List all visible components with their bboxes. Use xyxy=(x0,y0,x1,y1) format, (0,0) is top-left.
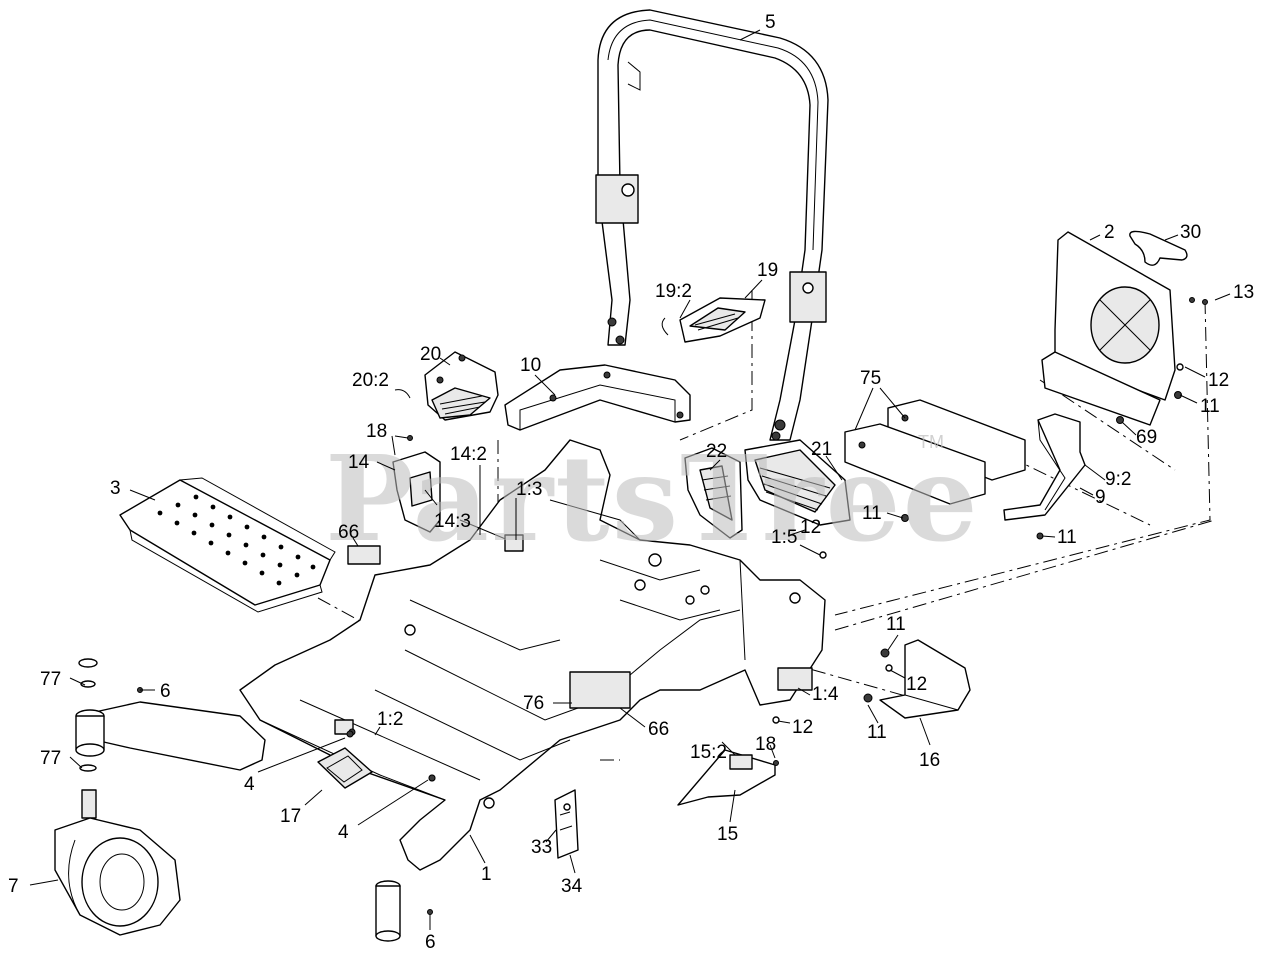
callout-4: 4 xyxy=(244,774,255,795)
callout-12: 12 xyxy=(792,717,813,738)
callout-1-2: 1:2 xyxy=(377,709,403,730)
rear-panel-part-2 xyxy=(1041,230,1208,426)
callout-1-5: 1:5 xyxy=(771,527,797,548)
plates-part-33-34 xyxy=(554,789,579,859)
callout-3: 3 xyxy=(110,478,121,499)
callout-12: 12 xyxy=(800,517,821,538)
callout-16: 16 xyxy=(919,750,940,771)
callout-11: 11 xyxy=(867,722,887,743)
watermark-tm: TM xyxy=(918,432,944,452)
callout-12: 12 xyxy=(906,674,927,695)
callout-76: 76 xyxy=(523,693,544,714)
callout-17: 17 xyxy=(280,806,301,827)
bracket-part-20 xyxy=(394,351,499,421)
callout-7: 7 xyxy=(8,876,19,897)
callout-15-2: 15:2 xyxy=(690,742,727,763)
front-caster-tube xyxy=(375,880,433,942)
leader-lines xyxy=(29,29,1231,930)
callout-13: 13 xyxy=(1233,282,1254,303)
callout-75: 75 xyxy=(860,368,881,389)
callout-14-3: 14:3 xyxy=(434,511,471,532)
fasteners xyxy=(346,363,1184,782)
callout-69: 69 xyxy=(1136,427,1157,448)
callout-14-2: 14:2 xyxy=(450,444,487,465)
callout-20: 20 xyxy=(420,344,441,365)
callout-11: 11 xyxy=(862,503,882,524)
callout-5: 5 xyxy=(765,12,776,33)
callout-19: 19 xyxy=(757,260,778,281)
callout-10: 10 xyxy=(520,355,541,376)
callout-15: 15 xyxy=(717,824,738,845)
callout-20-2: 20:2 xyxy=(352,370,389,391)
callout-19-2: 19:2 xyxy=(655,281,692,302)
callout-34: 34 xyxy=(561,876,583,897)
callout-18: 18 xyxy=(755,734,776,755)
watermark: PartsTree TM xyxy=(325,429,980,568)
decal-part-17 xyxy=(317,747,373,789)
callout-4: 4 xyxy=(338,822,349,843)
callout-6: 6 xyxy=(160,681,171,702)
callout-14: 14 xyxy=(348,452,370,473)
bracket-part-14 xyxy=(392,435,441,533)
callout-66: 66 xyxy=(648,719,669,740)
bracket-part-9 xyxy=(1003,413,1086,540)
bracket-part-19 xyxy=(661,297,766,343)
callout-11: 11 xyxy=(886,614,906,635)
callout-9-2: 9:2 xyxy=(1105,469,1131,490)
perforation-holes xyxy=(157,494,316,586)
callout-1-4: 1:4 xyxy=(812,684,839,705)
caster-assembly xyxy=(54,658,266,936)
callout-2: 2 xyxy=(1104,222,1115,243)
callout-22: 22 xyxy=(706,441,727,462)
bracket-part-16 xyxy=(879,639,971,719)
callout-66: 66 xyxy=(338,522,359,543)
cover-part-21 xyxy=(744,439,851,526)
foot-plate-part-3 xyxy=(119,477,336,613)
callout-1: 1 xyxy=(481,864,492,885)
cover-part-22 xyxy=(684,447,743,539)
callout-30: 30 xyxy=(1180,222,1201,243)
callout-9: 9 xyxy=(1095,487,1106,508)
watermark-text: PartsTree xyxy=(325,429,980,568)
callout-labels: 5 2 30 13 19 19:2 12 11 69 75 20 20:2 10… xyxy=(8,12,1254,953)
callout-77: 77 xyxy=(40,748,61,769)
callout-6: 6 xyxy=(425,932,436,953)
callout-1-3: 1:3 xyxy=(516,479,542,500)
callout-33: 33 xyxy=(531,837,552,858)
callout-11: 11 xyxy=(1057,527,1077,548)
callout-12: 12 xyxy=(1208,370,1229,391)
callout-18: 18 xyxy=(366,421,387,442)
roll-bar-part-5 xyxy=(595,9,829,441)
main-frame-part-1 xyxy=(239,439,826,871)
callout-11: 11 xyxy=(1200,396,1220,417)
cover-part-10 xyxy=(504,364,691,431)
callout-77: 77 xyxy=(40,669,61,690)
plate-part-15 xyxy=(677,749,779,806)
decal-part-66-upper xyxy=(347,545,381,565)
plates-part-75 xyxy=(844,399,1026,505)
callout-21: 21 xyxy=(811,439,832,460)
